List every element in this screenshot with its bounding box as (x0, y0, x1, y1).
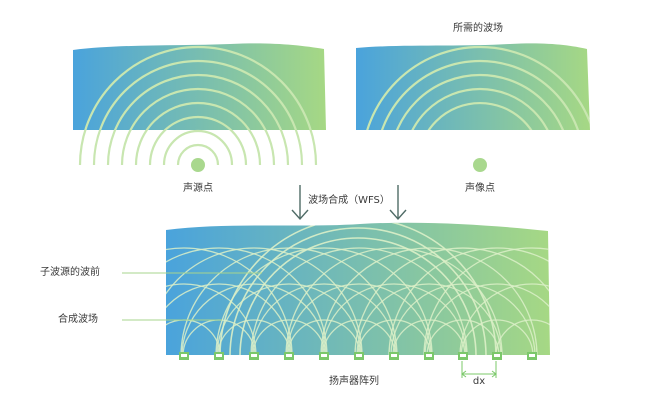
source-wavefront-arc (148, 115, 248, 166)
image-point-dot (473, 158, 487, 172)
combined-wavefront-arc (219, 222, 497, 355)
down-arrow-left (291, 185, 309, 221)
source-wavefront-arc (162, 129, 234, 166)
speaker-cone-icon (216, 354, 222, 357)
sub-source-arc (166, 247, 293, 355)
sub-source-arc (166, 247, 328, 355)
sub-source-arc (286, 283, 432, 355)
sub-source-arc (320, 247, 538, 355)
speaker-cone-icon (460, 354, 466, 357)
down-arrow-right (389, 185, 407, 221)
sub-source-arc (181, 283, 327, 355)
speaker-cone-icon (356, 354, 362, 357)
desired-wavefront-arc (402, 87, 558, 130)
speaker-array-label: 扬声器阵列 (329, 376, 379, 387)
source-wavefront-arc (176, 143, 220, 166)
sub-source-arc (166, 283, 292, 355)
source-wavefront-arc (134, 101, 262, 166)
sub-source-arc (322, 319, 396, 355)
spacing-marker (461, 361, 497, 378)
source-wavefront-arc (92, 59, 304, 166)
speaker-cone-icon (321, 354, 327, 357)
speaker-cone-icon (181, 354, 187, 357)
source-wavefronts-below (78, 45, 318, 166)
sub-source-arc (459, 283, 550, 355)
sub-source-arc (215, 247, 433, 355)
sub-source-arc (250, 247, 468, 355)
source-wavefront-arc (120, 87, 276, 166)
speaker-cone-icon (286, 354, 292, 357)
sub-source-arc (424, 283, 550, 355)
desired-wavefront-arc (388, 73, 572, 130)
desired-wavefront-arc (416, 101, 544, 130)
sub-source-arc (495, 319, 550, 355)
sub-source-arc (460, 319, 534, 355)
desired-wavefront-arc (360, 45, 590, 130)
sub-source-arc (423, 247, 550, 355)
speaker-cone-icon (426, 354, 432, 357)
sub-source-arc (285, 247, 503, 355)
spacing-label: dx (472, 376, 486, 387)
source-point-label: 声源点 (183, 183, 213, 194)
desired-wavefront-arc (374, 59, 586, 130)
synthesis-panel (166, 222, 550, 360)
speaker-cone-icon (494, 354, 500, 357)
sub-source-wavefronts (166, 222, 550, 355)
speaker-cone-icon (529, 354, 535, 357)
speaker-cone-icon (391, 354, 397, 357)
combined-wavefront-arc (229, 227, 487, 355)
source-panel (73, 43, 326, 172)
speaker-cone-icon (251, 354, 257, 357)
source-point-dot (191, 158, 205, 172)
sub-source-arc (321, 283, 467, 355)
speaker-array (179, 352, 537, 360)
combined-field-label: 合成波场 (58, 314, 98, 325)
sub-source-arc (251, 283, 397, 355)
sub-wavefront-label: 子波源的波前 (40, 267, 100, 278)
sub-source-arc (354, 247, 550, 355)
sub-source-arc (166, 247, 363, 355)
sub-source-arc (356, 283, 502, 355)
combined-wavefront-arc (239, 237, 477, 355)
sub-source-arc (166, 283, 257, 355)
desired-field-title: 所需的波场 (453, 23, 503, 34)
source-wavefront-arc (78, 45, 318, 166)
image-point-label: 声像点 (465, 183, 495, 194)
desired-wavefronts (360, 45, 590, 130)
source-wavefront-arc (106, 73, 290, 166)
sub-source-arc (388, 247, 550, 355)
synthesis-label: 波场合成（WFS） (308, 195, 390, 206)
desired-field-panel (356, 43, 590, 172)
